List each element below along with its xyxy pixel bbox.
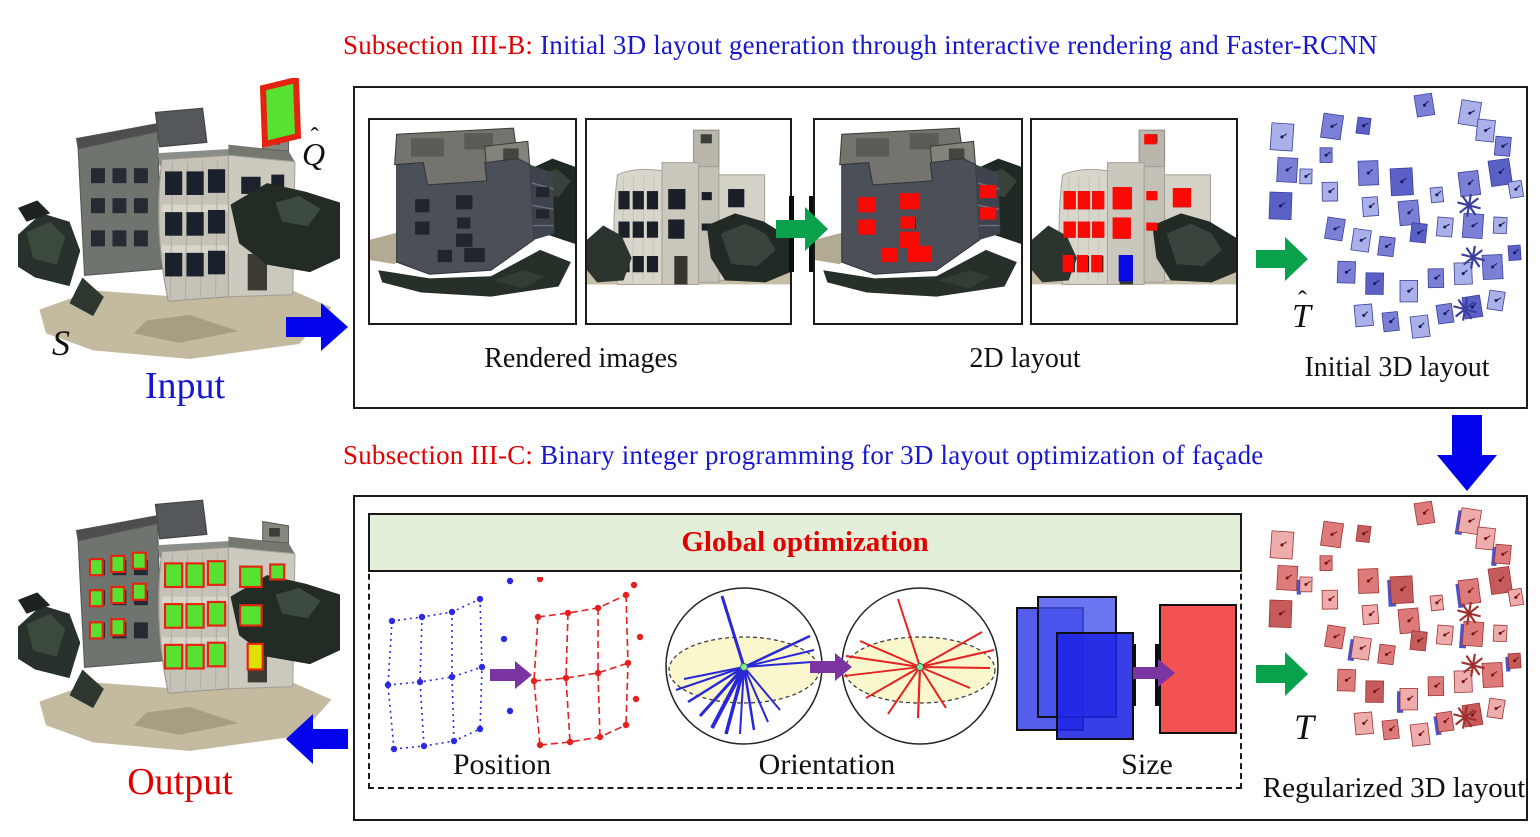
regularized-3d-layout-illustration <box>1266 500 1526 748</box>
stage-flow-down-arrow-icon <box>1437 415 1497 491</box>
section-b-title-rest: Initial 3D layout generation through int… <box>533 30 1378 60</box>
proxy-quad-illustration <box>256 78 304 148</box>
initial3d-caption: Initial 3D layout <box>1304 352 1490 383</box>
output-arrow-icon <box>286 714 348 764</box>
rendered-image-oblique <box>370 120 575 323</box>
input-caption: Input <box>144 365 226 407</box>
rendered-image-front <box>587 120 790 323</box>
initial-3d-layout-illustration <box>1266 92 1526 340</box>
output-caption: Output <box>127 761 233 803</box>
global-optimization-header: Global optimization <box>368 513 1242 572</box>
size-red-rect <box>1159 604 1237 734</box>
to-initial3d-arrow-icon <box>1256 237 1308 281</box>
section-b-title: Subsection III-B: Initial 3D layout gene… <box>343 30 1378 61</box>
rendered-image-1-frame <box>368 118 577 325</box>
position-caption: Position <box>452 748 552 781</box>
size-arrow-icon <box>1133 659 1175 687</box>
input-building-illustration <box>18 106 340 374</box>
layout2d-image-1-frame <box>813 118 1023 325</box>
rendered-images-caption: Rendered images <box>484 343 678 374</box>
layout2d-image-2-frame <box>1030 118 1238 325</box>
section-c-title-prefix: Subsection III-C: <box>343 440 534 470</box>
size-caption: Size <box>1121 748 1173 781</box>
orientation-caption: Orientation <box>758 748 896 781</box>
size-blue-rect-3 <box>1056 632 1134 740</box>
layout2d-image-front <box>1032 120 1236 323</box>
output-building-illustration <box>18 498 340 766</box>
rendered-image-2-frame <box>585 118 792 325</box>
t-label: T <box>1294 707 1315 747</box>
regularized-caption: Regularized 3D layout <box>1262 772 1526 804</box>
layout2d-image-oblique <box>815 120 1021 323</box>
to-regularized-arrow-icon <box>1256 652 1308 696</box>
layout2d-caption: 2D layout <box>969 343 1081 374</box>
orientation-illustration <box>660 584 1005 748</box>
position-illustration <box>378 577 646 763</box>
section-c-title-rest: Binary integer programming for 3D layout… <box>533 440 1264 470</box>
section-c-title: Subsection III-C: Binary integer program… <box>343 440 1263 471</box>
detect-arrow-icon <box>776 207 828 251</box>
model-s-label: S <box>52 323 70 363</box>
input-arrow-icon <box>286 303 348 351</box>
section-b-title-prefix: Subsection III-B: <box>343 30 534 60</box>
